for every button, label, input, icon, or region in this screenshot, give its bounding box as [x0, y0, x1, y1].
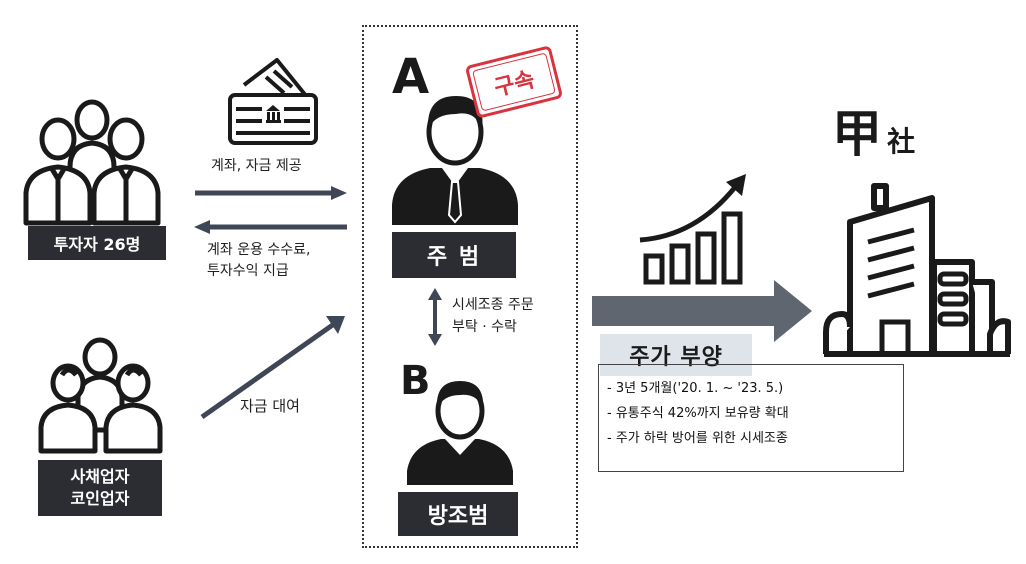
- company-name: 甲 社: [832, 106, 915, 166]
- accomplice-person-icon: [405, 375, 515, 485]
- principal-person-icon: [390, 90, 520, 225]
- price-label-text: 주가 부양: [629, 345, 723, 370]
- arrow-loan-label: 자금 대여: [240, 397, 300, 415]
- accomplice-letter: B: [400, 358, 431, 404]
- growth-chart-icon: [636, 168, 756, 288]
- price-detail-item: - 주가 하락 방어를 위한 시세조종: [607, 431, 788, 446]
- arrow-fee: [192, 220, 347, 234]
- perpetrators-box: [362, 25, 578, 548]
- arrow-provide-label: 계좌, 자금 제공: [211, 158, 302, 174]
- price-detail-item: - 유통주식 42%까지 보유량 확대: [607, 406, 789, 421]
- principal-letter: A: [392, 49, 430, 105]
- arrow-request: [428, 288, 442, 346]
- price-detail-item: - 3년 5개월('20. 1. ~ '23. 5.): [607, 381, 784, 396]
- lenders-label-line2: 코인업자: [70, 489, 130, 508]
- price-details-box: - 3년 5개월('20. 1. ~ '23. 5.) - 유통주식 42%까지…: [598, 364, 904, 472]
- company-name-small: 社: [887, 125, 916, 158]
- accomplice-label-text: 방조범: [427, 504, 489, 529]
- arrow-fee-label-line2: 투자수익 지급: [207, 263, 289, 279]
- price-label: 주가 부양: [600, 334, 752, 376]
- arrow-fee-label-line1: 계좌 운용 수수료,: [207, 242, 311, 258]
- investors-label: 투자자 26명: [28, 226, 166, 260]
- investors-group-icon: [22, 95, 162, 226]
- lenders-label: 사채업자 코인업자: [38, 460, 162, 516]
- accomplice-label: 방조범: [398, 492, 518, 536]
- arrow-provide: [195, 186, 350, 200]
- lenders-label-line1: 사채업자: [70, 467, 130, 486]
- principal-label: 주 범: [392, 232, 516, 278]
- arrow-request-label-line2: 부탁 · 수락: [452, 319, 517, 335]
- lenders-group-icon: [38, 335, 163, 455]
- investors-label-text: 투자자 26명: [53, 235, 141, 254]
- company-building-icon: [822, 182, 1012, 358]
- principal-label-text: 주 범: [426, 245, 482, 270]
- arrow-loan: [198, 312, 348, 422]
- arrow-request-label-line1: 시세조종 주문: [452, 297, 534, 313]
- company-name-big: 甲: [832, 105, 882, 163]
- price-arrow: [592, 280, 814, 342]
- bank-card-icon: [222, 55, 322, 150]
